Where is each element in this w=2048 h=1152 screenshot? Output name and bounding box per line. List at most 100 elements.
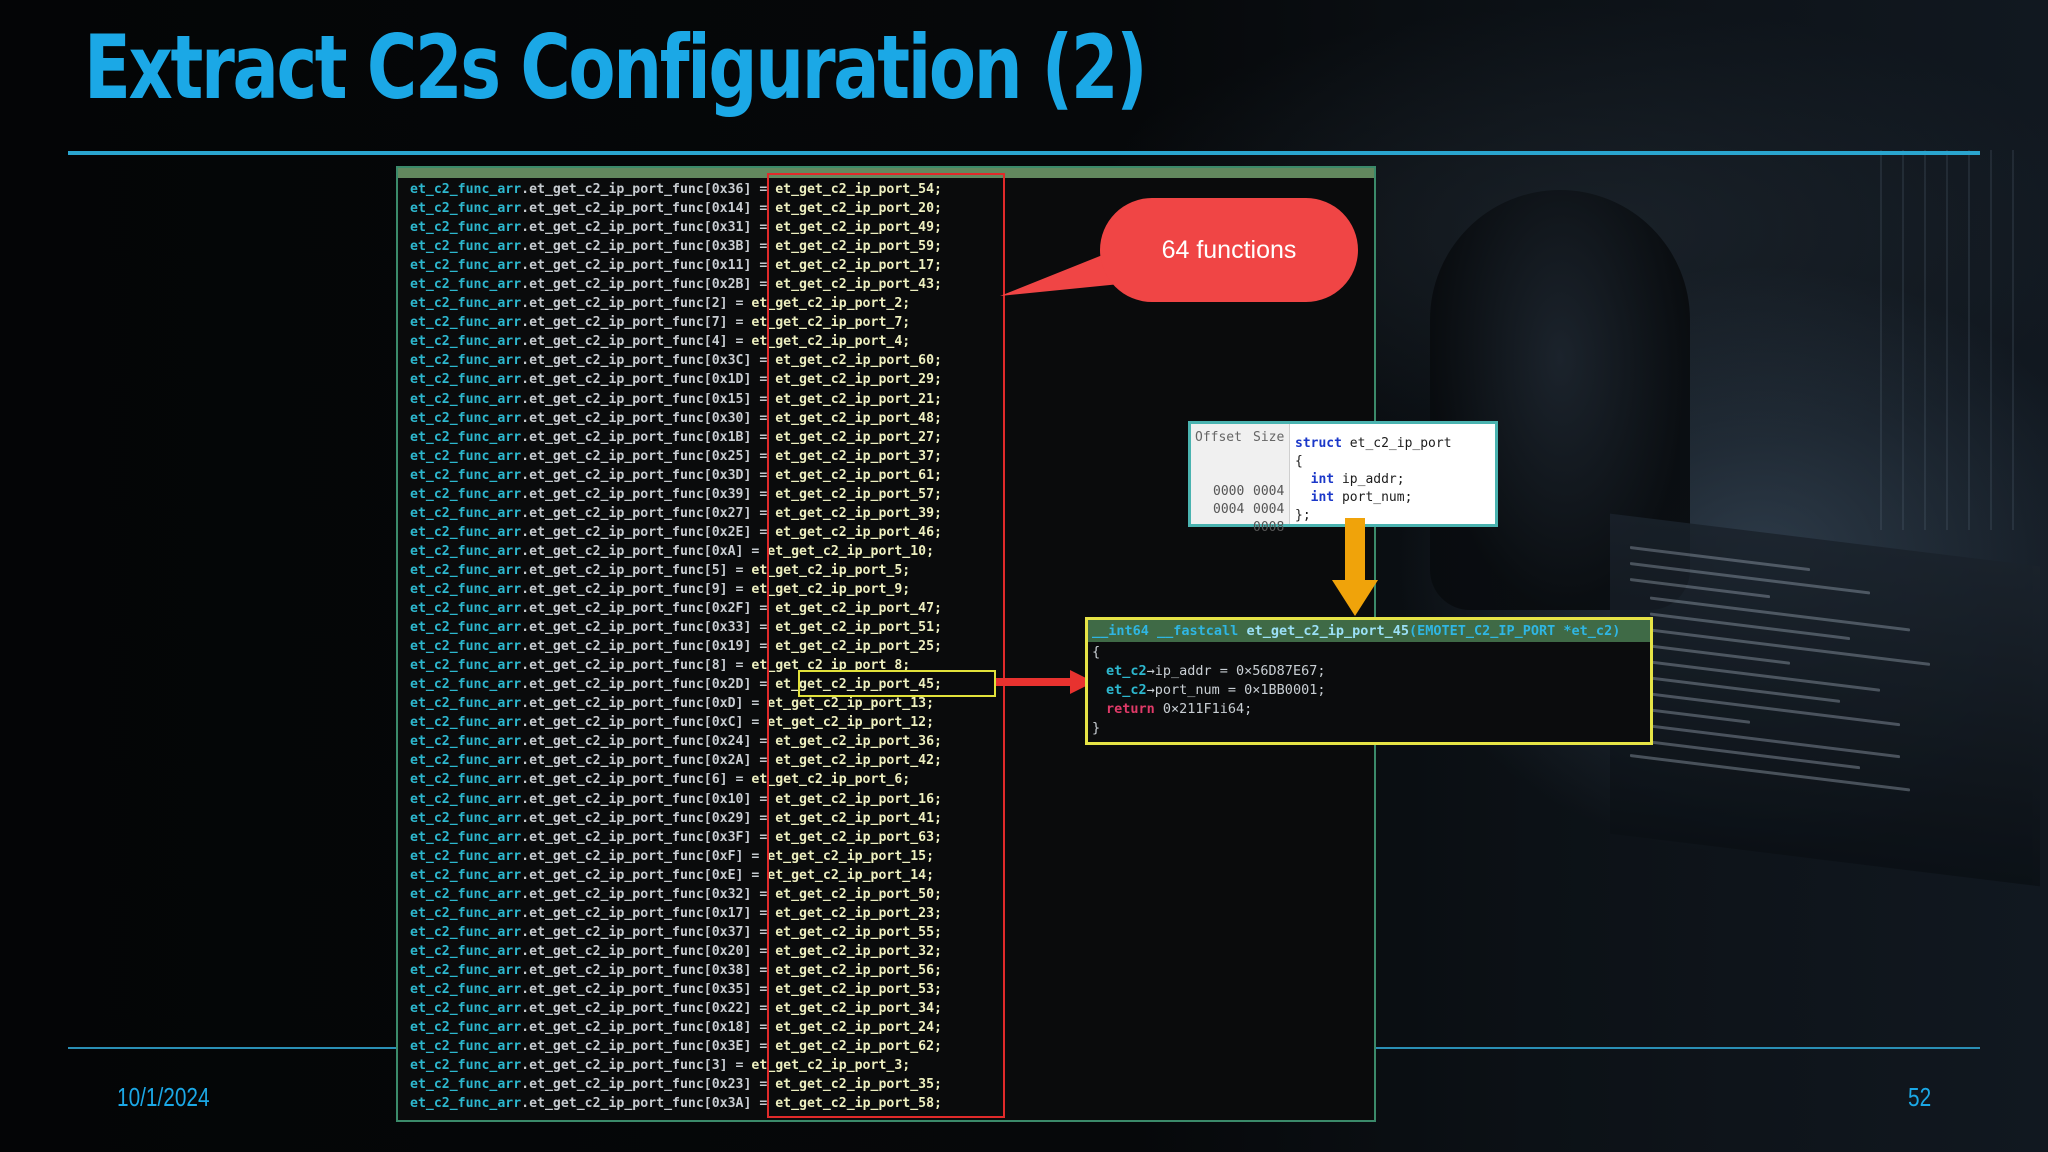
function-target: et_get_c2_ip_port_24; (775, 1020, 942, 1036)
array-index: .et_get_c2_ip_port_func[8] = (521, 658, 752, 674)
code-line: et_c2_func_arr.et_get_c2_ip_port_func[0x… (410, 713, 942, 732)
array-name: et_c2_func_arr (410, 696, 522, 712)
array-index: .et_get_c2_ip_port_func[0x27] = (521, 505, 776, 521)
function-target: et_get_c2_ip_port_46; (775, 524, 942, 540)
size-header: Size (1253, 430, 1285, 445)
array-name: et_c2_func_arr (410, 201, 522, 217)
code-line: et_c2_func_arr.et_get_c2_ip_port_func[0x… (410, 809, 942, 828)
code-line: et_c2_func_arr.et_get_c2_ip_port_func[6]… (410, 770, 942, 789)
size-column (1251, 424, 1290, 524)
function-target: et_get_c2_ip_port_29; (775, 372, 942, 388)
array-index: .et_get_c2_ip_port_func[6] = (521, 772, 752, 788)
struct-code: { (1295, 454, 1303, 469)
array-name: et_c2_func_arr (410, 524, 522, 540)
array-name: et_c2_func_arr (410, 810, 522, 826)
array-name: et_c2_func_arr (410, 1001, 522, 1017)
code-line: et_c2_func_arr.et_get_c2_ip_port_func[0x… (410, 237, 942, 256)
function-target: et_get_c2_ip_port_54; (775, 182, 942, 197)
down-arrow-icon (1332, 518, 1378, 616)
code-line: et_c2_func_arr.et_get_c2_ip_port_func[0x… (410, 256, 942, 275)
array-index: .et_get_c2_ip_port_func[0x3A] = (521, 1096, 776, 1112)
code-line: et_c2_func_arr.et_get_c2_ip_port_func[0x… (410, 504, 942, 523)
code-line: et_c2_func_arr.et_get_c2_ip_port_func[0x… (410, 370, 942, 389)
array-index: .et_get_c2_ip_port_func[0x19] = (521, 639, 776, 655)
slide-page-number: 52 (1908, 1082, 1932, 1112)
array-name: et_c2_func_arr (410, 601, 522, 617)
array-name: et_c2_func_arr (410, 1077, 522, 1093)
function-target: et_get_c2_ip_port_58; (775, 1096, 942, 1112)
server-rack-lights (1880, 150, 2030, 530)
code-line-return: return 0×211F1i64; (1106, 701, 1253, 717)
code-line: et_c2_func_arr.et_get_c2_ip_port_func[7]… (410, 313, 942, 332)
function-target: et_get_c2_ip_port_35; (775, 1077, 942, 1093)
function-target: et_get_c2_ip_port_14; (767, 867, 935, 883)
function-target: et_get_c2_ip_port_8; (751, 658, 911, 674)
array-index: .et_get_c2_ip_port_func[0xD] = (521, 696, 768, 712)
array-name: et_c2_func_arr (410, 772, 522, 788)
array-index: .et_get_c2_ip_port_func[0x3E] = (521, 1039, 776, 1055)
array-name: et_c2_func_arr (410, 296, 522, 312)
struct-code: }; (1295, 508, 1311, 523)
code-line: et_c2_func_arr.et_get_c2_ip_port_func[0x… (410, 923, 942, 942)
array-index: .et_get_c2_ip_port_func[0x29] = (521, 810, 776, 826)
function-target: et_get_c2_ip_port_50; (775, 886, 942, 902)
function-target: et_get_c2_ip_port_20; (775, 201, 942, 217)
slide-title: Extract C2s Configuration (2) (84, 16, 1148, 119)
array-index: .et_get_c2_ip_port_func[0x35] = (521, 981, 776, 997)
code-line: et_c2_func_arr.et_get_c2_ip_port_func[5]… (410, 561, 942, 580)
array-index: .et_get_c2_ip_port_func[5] = (521, 562, 752, 578)
code-line: et_c2_func_arr.et_get_c2_ip_port_func[0x… (410, 751, 942, 770)
array-name: et_c2_func_arr (410, 486, 522, 502)
code-line: et_c2_func_arr.et_get_c2_ip_port_func[0x… (410, 275, 942, 294)
array-name: et_c2_func_arr (410, 791, 522, 807)
function-target: et_get_c2_ip_port_9; (751, 581, 911, 597)
red-arrow-icon (996, 670, 1094, 694)
array-name: et_c2_func_arr (410, 429, 522, 445)
array-index: .et_get_c2_ip_port_func[0x2A] = (521, 753, 776, 769)
array-index: .et_get_c2_ip_port_func[0x2F] = (521, 601, 776, 617)
function-target: et_get_c2_ip_port_61; (775, 467, 942, 483)
array-index: .et_get_c2_ip_port_func[0x2E] = (521, 524, 776, 540)
function-target: et_get_c2_ip_port_39; (775, 505, 942, 521)
function-target: et_get_c2_ip_port_63; (775, 829, 942, 845)
array-index: .et_get_c2_ip_port_func[0x20] = (521, 943, 776, 959)
code-line: et_c2_func_arr.et_get_c2_ip_port_func[0x… (410, 675, 942, 694)
code-line: et_c2_func_arr.et_get_c2_ip_port_func[3]… (410, 1056, 942, 1075)
function-target: et_get_c2_ip_port_6; (751, 772, 911, 788)
function-target: et_get_c2_ip_port_2; (751, 296, 911, 312)
offset-header: Offset (1195, 430, 1242, 445)
function-target: et_get_c2_ip_port_3; (751, 1058, 911, 1074)
array-name: et_c2_func_arr (410, 543, 522, 559)
struct-offset: 0004 (1213, 502, 1245, 517)
code-line: et_c2_func_arr.et_get_c2_ip_port_func[0x… (410, 351, 942, 370)
code-line: et_c2_func_arr.et_get_c2_ip_port_func[2]… (410, 294, 942, 313)
array-index: .et_get_c2_ip_port_func[0x37] = (521, 924, 776, 940)
struct-size: 0004 (1253, 484, 1285, 499)
code-line: et_c2_func_arr.et_get_c2_ip_port_func[4]… (410, 332, 942, 351)
array-index: .et_get_c2_ip_port_func[0x10] = (521, 791, 776, 807)
array-name: et_c2_func_arr (410, 334, 522, 350)
code-line: et_c2_func_arr.et_get_c2_ip_port_func[0x… (410, 466, 942, 485)
decompiled-function-view: __int64 __fastcall et_get_c2_ip_port_45(… (1085, 617, 1653, 745)
code-line: et_c2_func_arr.et_get_c2_ip_port_func[0x… (410, 694, 942, 713)
array-name: et_c2_func_arr (410, 353, 522, 369)
struct-size: 0004 (1253, 502, 1285, 517)
array-index: .et_get_c2_ip_port_func[7] = (521, 315, 752, 331)
array-name: et_c2_func_arr (410, 829, 522, 845)
array-name: et_c2_func_arr (410, 1058, 522, 1074)
array-index: .et_get_c2_ip_port_func[0xE] = (521, 867, 768, 883)
struct-code: int ip_addr; (1295, 472, 1405, 487)
close-brace: } (1092, 720, 1101, 736)
array-name: et_c2_func_arr (410, 505, 522, 521)
code-line: et_c2_func_arr.et_get_c2_ip_port_func[0x… (410, 390, 942, 409)
code-line: et_c2_func_arr.et_get_c2_ip_port_func[0x… (410, 790, 942, 809)
function-target: et_get_c2_ip_port_53; (775, 981, 942, 997)
code-line: et_c2_func_arr.et_get_c2_ip_port_func[0x… (410, 942, 942, 961)
array-index: .et_get_c2_ip_port_func[0x3D] = (521, 467, 776, 483)
array-name: et_c2_func_arr (410, 924, 522, 940)
array-name: et_c2_func_arr (410, 1096, 522, 1112)
struct-size: 0008 (1253, 520, 1285, 535)
array-index: .et_get_c2_ip_port_func[0x1B] = (521, 429, 776, 445)
code-line: et_c2_func_arr.et_get_c2_ip_port_func[0x… (410, 199, 942, 218)
array-index: .et_get_c2_ip_port_func[0xC] = (521, 715, 768, 731)
